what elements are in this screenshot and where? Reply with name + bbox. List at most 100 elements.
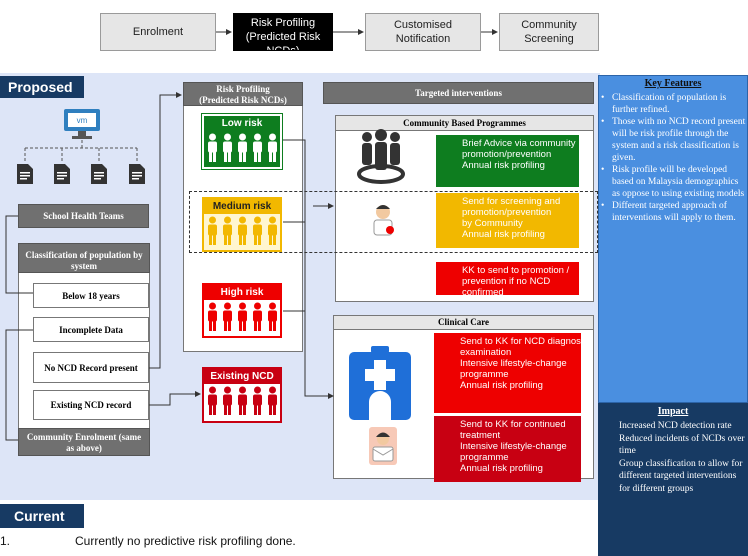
school-health-teams: School Health Teams bbox=[18, 204, 149, 228]
medium-risk-group: Medium risk bbox=[202, 197, 282, 252]
document-icon bbox=[54, 164, 70, 189]
existing-ncd-group: Existing NCD bbox=[202, 367, 282, 423]
programme-line: Send to KK for NCD diagnostic bbox=[460, 336, 581, 347]
flow-step-label: Risk Profiling (Predicted Risk NCDs) bbox=[245, 17, 321, 51]
person-icon bbox=[221, 302, 234, 337]
connector-lines bbox=[5, 92, 334, 441]
high-risk-group: High risk bbox=[202, 283, 282, 338]
person-icon bbox=[236, 386, 249, 421]
programme-line: Send for screening and bbox=[462, 196, 561, 207]
flow-step-risk-profiling: Risk Profiling (Predicted Risk NCDs) bbox=[233, 13, 333, 51]
classification-title: Classification of population by system bbox=[18, 243, 150, 273]
flow-step-notification: Customised Notification bbox=[365, 13, 481, 51]
programme-line: promotion/prevention bbox=[462, 207, 552, 218]
people-group-icon bbox=[204, 302, 280, 337]
person-icon bbox=[266, 302, 279, 337]
monitor-icon: vm bbox=[62, 107, 102, 141]
people-group-icon bbox=[204, 133, 280, 168]
class-below-18: Below 18 years bbox=[33, 283, 149, 308]
svg-text:vm: vm bbox=[77, 116, 88, 125]
person-icon bbox=[221, 386, 234, 421]
document-icon bbox=[129, 164, 145, 189]
risk-profiling-title: Risk Profiling (Predicted Risk NCDs) bbox=[183, 82, 303, 106]
person-icon bbox=[266, 133, 279, 168]
key-features-title: Key Features bbox=[644, 78, 702, 89]
person-icon bbox=[251, 133, 264, 168]
person-icon bbox=[206, 216, 219, 251]
key-feature-item: Risk profile will be developed based on … bbox=[600, 164, 746, 200]
medium-risk-highlight bbox=[189, 191, 598, 253]
targeted-interventions-title: Targeted interventions bbox=[323, 82, 594, 104]
people-group-icon bbox=[357, 128, 405, 189]
low-risk-label: Low risk bbox=[221, 118, 263, 129]
key-feature-item: Those with no NCD record present will be… bbox=[600, 116, 746, 164]
programme-line: promotion/prevention bbox=[462, 149, 552, 160]
impact-item: Group classification to allow for differ… bbox=[619, 458, 743, 494]
person-icon bbox=[236, 133, 249, 168]
flow-step-label: Community Screening bbox=[521, 19, 577, 45]
person-icon bbox=[236, 216, 249, 251]
programme-line: Brief Advice via community bbox=[462, 138, 576, 149]
programme-line: treatment bbox=[460, 430, 501, 441]
person-icon bbox=[236, 302, 249, 337]
classification-box bbox=[18, 243, 150, 456]
person-icon bbox=[206, 133, 219, 168]
flow-arrows bbox=[216, 29, 498, 35]
class-no-ncd-record: No NCD Record present bbox=[33, 352, 149, 383]
class-existing-ncd: Existing NCD record bbox=[33, 390, 149, 420]
flow-step-community-screening: Community Screening bbox=[499, 13, 599, 51]
monitor-connectors bbox=[24, 140, 138, 162]
key-feature-item: Different targeted approach of intervent… bbox=[600, 200, 746, 224]
person-icon bbox=[221, 216, 234, 251]
person-icon bbox=[206, 302, 219, 337]
programme-line: Annual risk profiling bbox=[460, 380, 543, 391]
programme-line: Intensive lifestyle-change bbox=[460, 441, 567, 452]
person-icon bbox=[251, 302, 264, 337]
medium-risk-label: Medium risk bbox=[204, 199, 280, 214]
flow-step-enrolment: Enrolment bbox=[100, 13, 216, 51]
flow-step-label: Customised Notification bbox=[393, 19, 453, 45]
hospital-icon bbox=[349, 346, 411, 425]
current-item-text: Currently no predictive risk profiling d… bbox=[75, 534, 296, 548]
key-feature-item: Classification of population is further … bbox=[600, 92, 746, 116]
programme-line: confirmed bbox=[462, 287, 504, 295]
programme-line: by Community bbox=[462, 218, 523, 229]
current-label: Current bbox=[0, 504, 84, 528]
doctor-icon bbox=[368, 203, 398, 242]
high-risk-label: High risk bbox=[204, 285, 280, 300]
impact-item: Increased NCD detection rate bbox=[619, 421, 732, 431]
person-icon bbox=[206, 386, 219, 421]
impact-title: Impact bbox=[657, 406, 689, 417]
person-icon bbox=[221, 133, 234, 168]
key-features-list: Classification of population is further … bbox=[600, 92, 746, 224]
class-incomplete-data: Incomplete Data bbox=[33, 317, 149, 342]
impact-panel bbox=[598, 403, 748, 556]
flow-step-label: Enrolment bbox=[132, 26, 184, 38]
programme-line: Send to KK for continued bbox=[460, 419, 566, 430]
document-icon bbox=[91, 164, 107, 189]
person-icon bbox=[266, 216, 279, 251]
people-group-icon bbox=[204, 386, 280, 421]
community-item-red: KK to send to promotion /prevention if n… bbox=[436, 262, 579, 295]
community-enrolment: Community Enrolment (same as above) bbox=[18, 428, 150, 456]
document-icon bbox=[17, 164, 33, 189]
person-icon bbox=[251, 216, 264, 251]
low-risk-group: Low risk bbox=[201, 113, 283, 170]
impact-item: Reduced incidents of NCDs over time bbox=[619, 433, 745, 457]
current-item-number: 1. bbox=[0, 534, 11, 548]
people-group-icon bbox=[204, 216, 280, 251]
programme-line: programme bbox=[460, 452, 509, 463]
programme-line: Annual risk profiling bbox=[462, 229, 545, 240]
programme-line: prevention if no NCD bbox=[462, 276, 551, 287]
programme-line: Annual risk profiling bbox=[462, 160, 545, 171]
programme-line: Annual risk profiling bbox=[460, 463, 543, 474]
programme-line: programme bbox=[460, 369, 509, 380]
clinical-care-title: Clinical Care bbox=[333, 315, 594, 330]
person-icon bbox=[251, 386, 264, 421]
community-programmes-title: Community Based Programmes bbox=[335, 115, 594, 131]
